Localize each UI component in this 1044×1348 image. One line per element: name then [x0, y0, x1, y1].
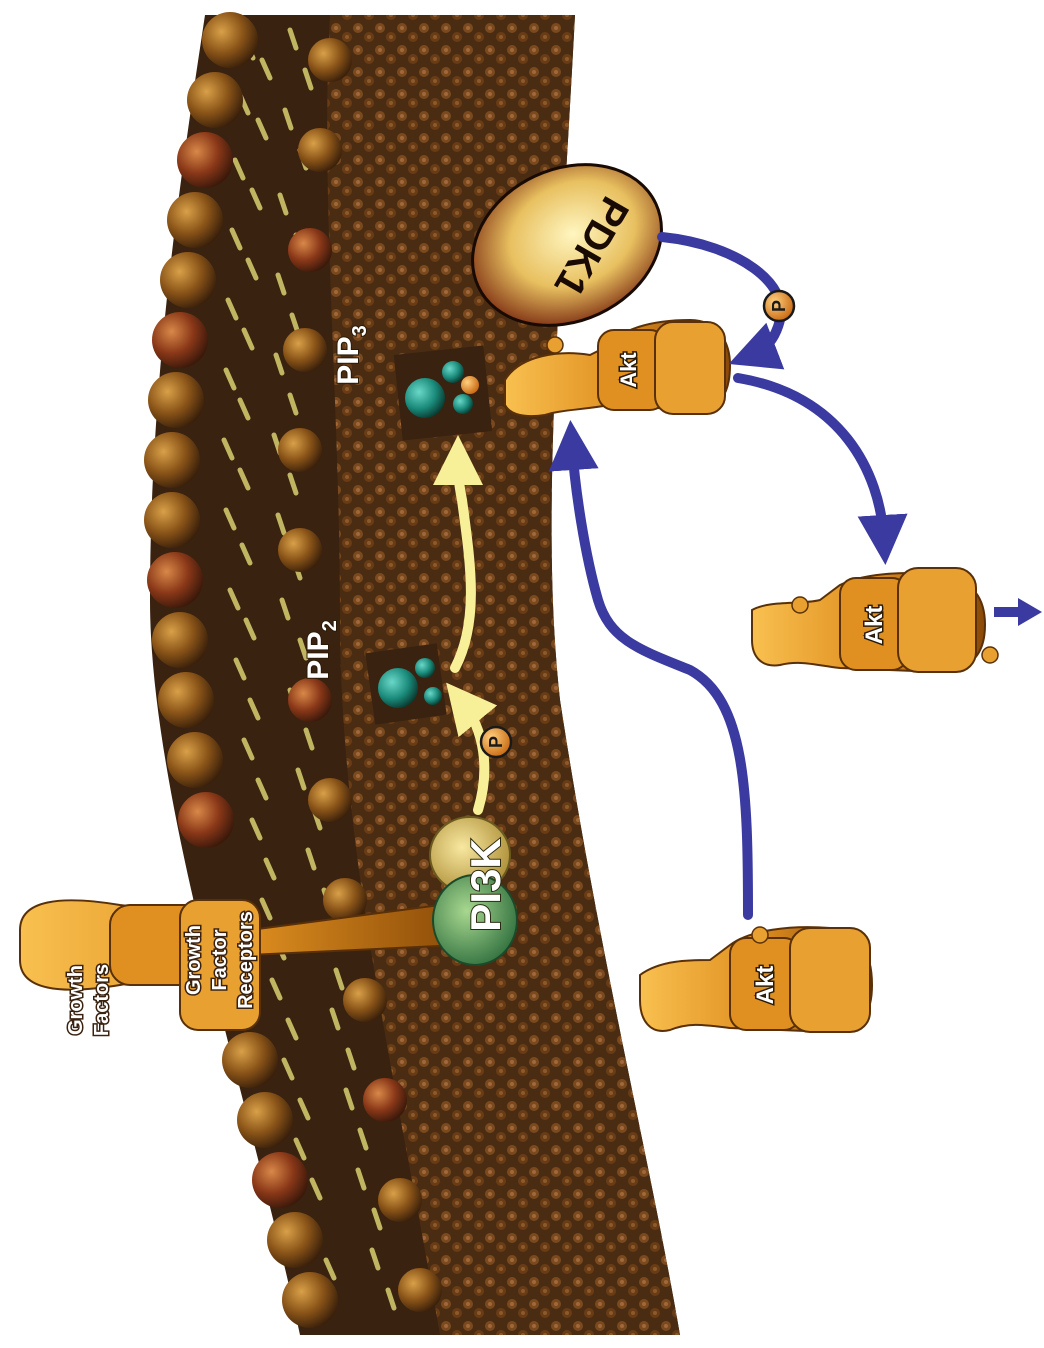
blue-arrow-akt-release	[738, 378, 884, 540]
akt-label-released: Akt	[861, 606, 888, 645]
growth-factors-line-2: Factors	[91, 964, 113, 1036]
pip2-subscript: 2	[319, 620, 341, 631]
akt-label-membrane: Akt	[616, 352, 641, 388]
pip3-subscript: 3	[349, 325, 371, 336]
growth-factors-line-1: Growth	[65, 965, 87, 1035]
phosphate-badge-yellow: P	[481, 727, 511, 757]
pip3-text: PIP	[332, 336, 365, 384]
pip2-molecule	[365, 643, 446, 724]
receptors-line-1: Growth	[183, 925, 205, 995]
pip2-text: PIP	[302, 631, 335, 679]
blue-arrow-akt-recruitment	[572, 445, 748, 915]
receptors-line-3: Receptors	[235, 911, 257, 1009]
pi3k-label: PI3K	[462, 838, 509, 931]
phosphate-label-2: P	[769, 300, 789, 312]
phosphate-badge-blue: P	[764, 291, 794, 321]
pip3-molecule	[394, 346, 492, 441]
receptors-line-2: Factor	[209, 929, 231, 990]
akt-label-cytosolic: Akt	[752, 966, 779, 1005]
phosphate-label: P	[486, 736, 506, 748]
blue-arrow-downstream	[994, 598, 1042, 626]
